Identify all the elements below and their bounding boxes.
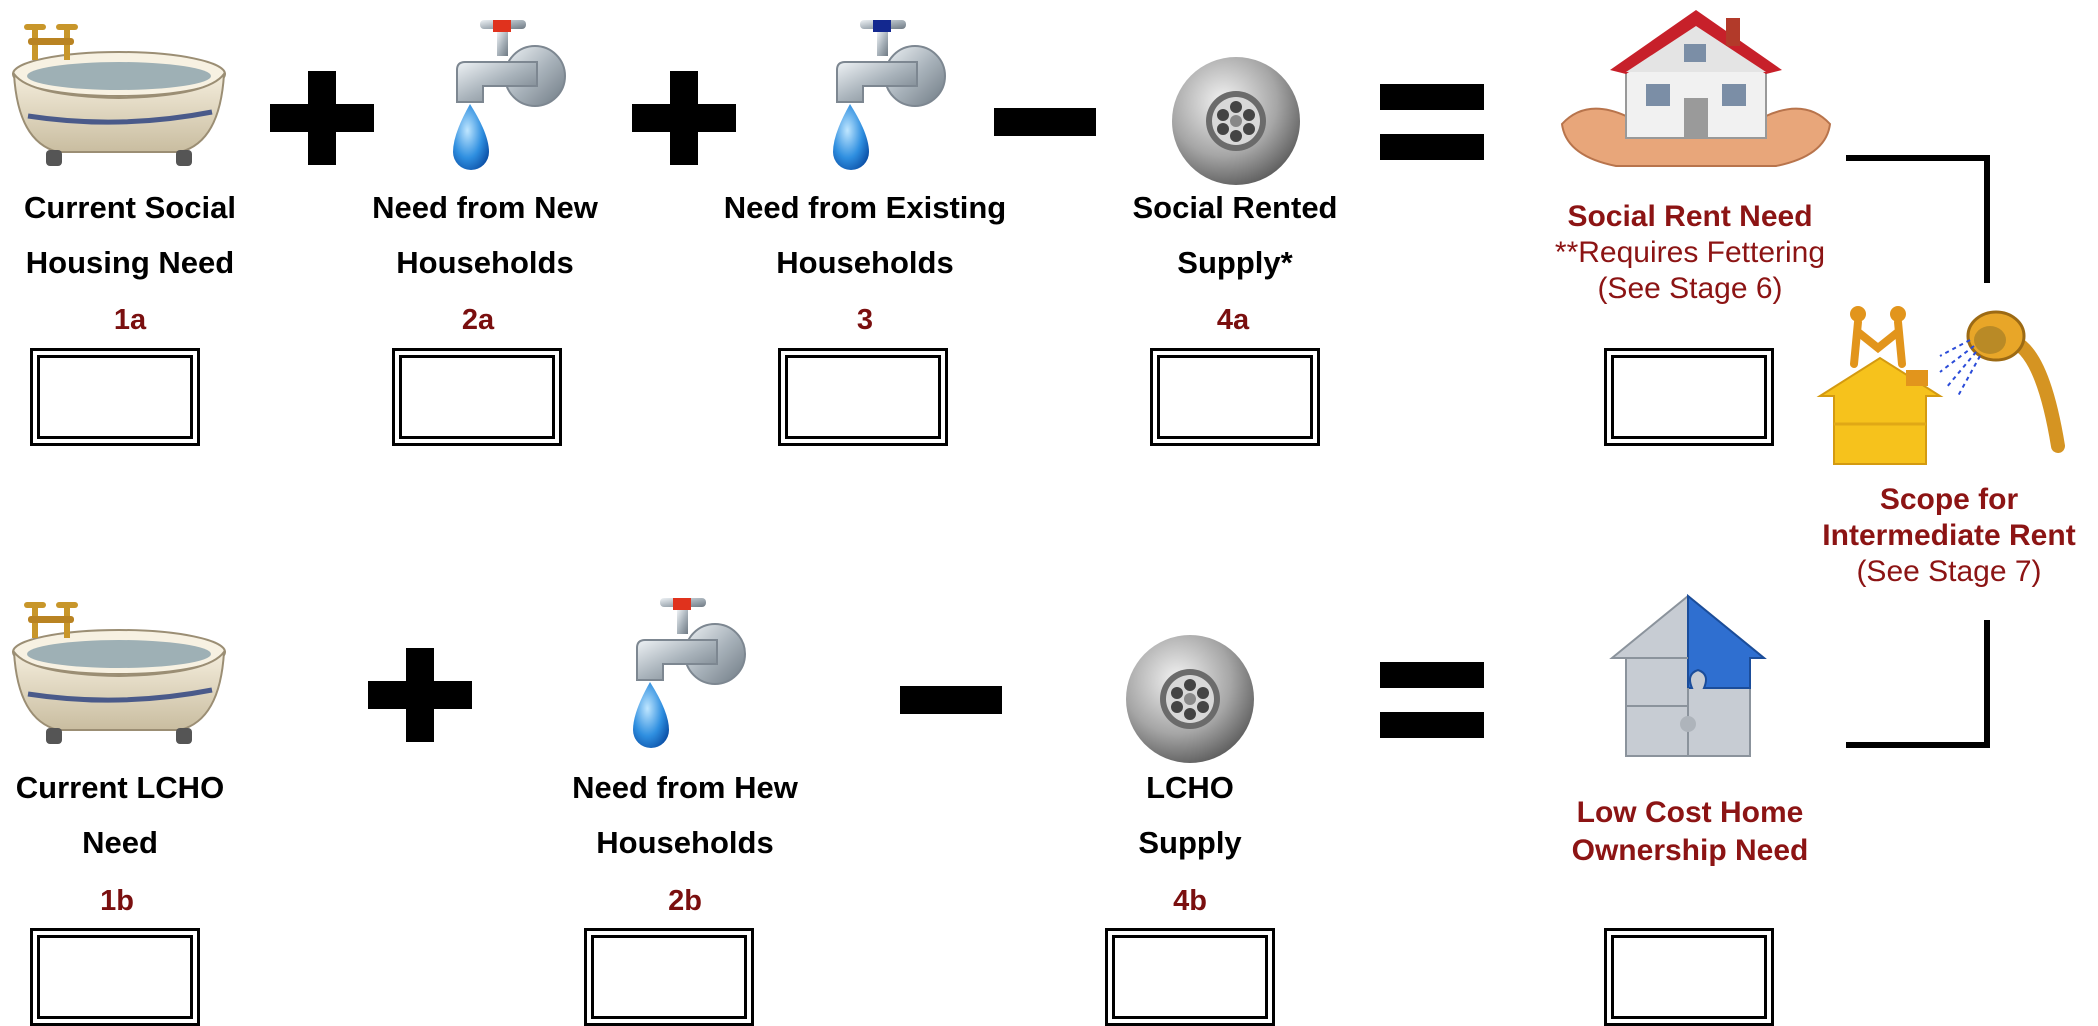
- label-line-1: Need from Existing: [723, 190, 1007, 225]
- label-line-1: Current Social: [24, 190, 236, 225]
- code-3: 3: [856, 304, 874, 336]
- code-4b: 4b: [1173, 885, 1207, 917]
- code-2b: 2b: [668, 885, 702, 917]
- need-hew-households-label: Need from Hew Households: [540, 760, 830, 870]
- input-box-3[interactable]: [778, 348, 948, 446]
- result-title: Social Rent Need: [1567, 200, 1813, 233]
- bathtub-icon: [12, 602, 226, 744]
- bracket-top: [1846, 155, 1990, 283]
- minus-operator: [994, 108, 1096, 136]
- tap-red-handle-icon: [453, 20, 566, 170]
- input-box-lcho-need[interactable]: [1604, 928, 1774, 1026]
- input-box-social-rent-need[interactable]: [1604, 348, 1774, 446]
- result-title-1: Low Cost Home: [1576, 796, 1804, 829]
- code-4a: 4a: [1216, 304, 1250, 336]
- input-box-1b[interactable]: [30, 928, 200, 1026]
- stage-6-note: (See Stage 6): [1597, 272, 1783, 305]
- social-rent-need-heading: Social Rent Need **Requires Fettering (S…: [1500, 199, 1880, 307]
- label-line-2: Supply*: [1177, 245, 1293, 280]
- equals-operator: [1380, 662, 1484, 738]
- code-1b: 1b: [100, 885, 134, 917]
- plus-operator: [270, 71, 374, 165]
- code-2a: 2a: [461, 304, 495, 336]
- minus-operator: [900, 686, 1002, 714]
- plus-operator: [368, 648, 472, 742]
- drain-plug-icon: [1172, 57, 1300, 185]
- need-new-households-label: Need from New Households: [345, 180, 625, 290]
- tap-red-handle-icon: [633, 598, 746, 748]
- equals-operator: [1380, 84, 1484, 160]
- puzzle-house-icon: [1609, 593, 1767, 757]
- label-line-1: Need from New: [372, 190, 598, 225]
- need-existing-households-label: Need from Existing Households: [700, 180, 1030, 290]
- current-social-housing-need-label: Current Social Housing Need: [0, 180, 260, 290]
- plus-operator: [632, 71, 736, 165]
- label-line-2: Households: [596, 825, 774, 860]
- bathtub-icon: [12, 24, 226, 166]
- fettering-note: **Requires Fettering: [1554, 236, 1826, 269]
- label-line-2: Housing Need: [25, 245, 235, 280]
- label-line-2: Need: [82, 825, 158, 860]
- intermediate-rent-heading: Scope for Intermediate Rent (See Stage 7…: [1800, 482, 2098, 590]
- stage-7-note: (See Stage 7): [1856, 555, 2042, 588]
- label-line-1: Need from Hew: [572, 770, 798, 805]
- label-line-2: Supply: [1138, 825, 1242, 860]
- drain-plug-icon: [1126, 635, 1254, 763]
- input-box-4b[interactable]: [1105, 928, 1275, 1026]
- handshake-on-house-icon: [1816, 306, 1944, 465]
- label-line-1: Current LCHO: [15, 770, 225, 805]
- input-box-4a[interactable]: [1150, 348, 1320, 446]
- current-lcho-need-label: Current LCHO Need: [0, 760, 240, 870]
- intermediate-title-2: Intermediate Rent: [1822, 519, 2076, 552]
- low-cost-home-ownership-heading: Low Cost Home Ownership Need: [1500, 794, 1880, 870]
- bracket-bottom: [1846, 620, 1990, 748]
- house-in-hands-icon: [1560, 10, 1832, 167]
- result-title-2: Ownership Need: [1571, 834, 1809, 867]
- shower-head-icon: [1939, 310, 2065, 453]
- label-line-2: Households: [776, 245, 954, 280]
- social-rented-supply-label: Social Rented Supply*: [1090, 180, 1380, 290]
- input-box-1a[interactable]: [30, 348, 200, 446]
- label-line-2: Households: [396, 245, 574, 280]
- lcho-supply-label: LCHO Supply: [1090, 760, 1290, 870]
- input-box-2b[interactable]: [584, 928, 754, 1026]
- input-box-2a[interactable]: [392, 348, 562, 446]
- tap-blue-handle-icon: [833, 20, 946, 170]
- label-line-1: Social Rented: [1132, 190, 1338, 225]
- intermediate-title-1: Scope for: [1879, 483, 2019, 516]
- code-1a: 1a: [113, 304, 147, 336]
- label-line-1: LCHO: [1146, 770, 1234, 805]
